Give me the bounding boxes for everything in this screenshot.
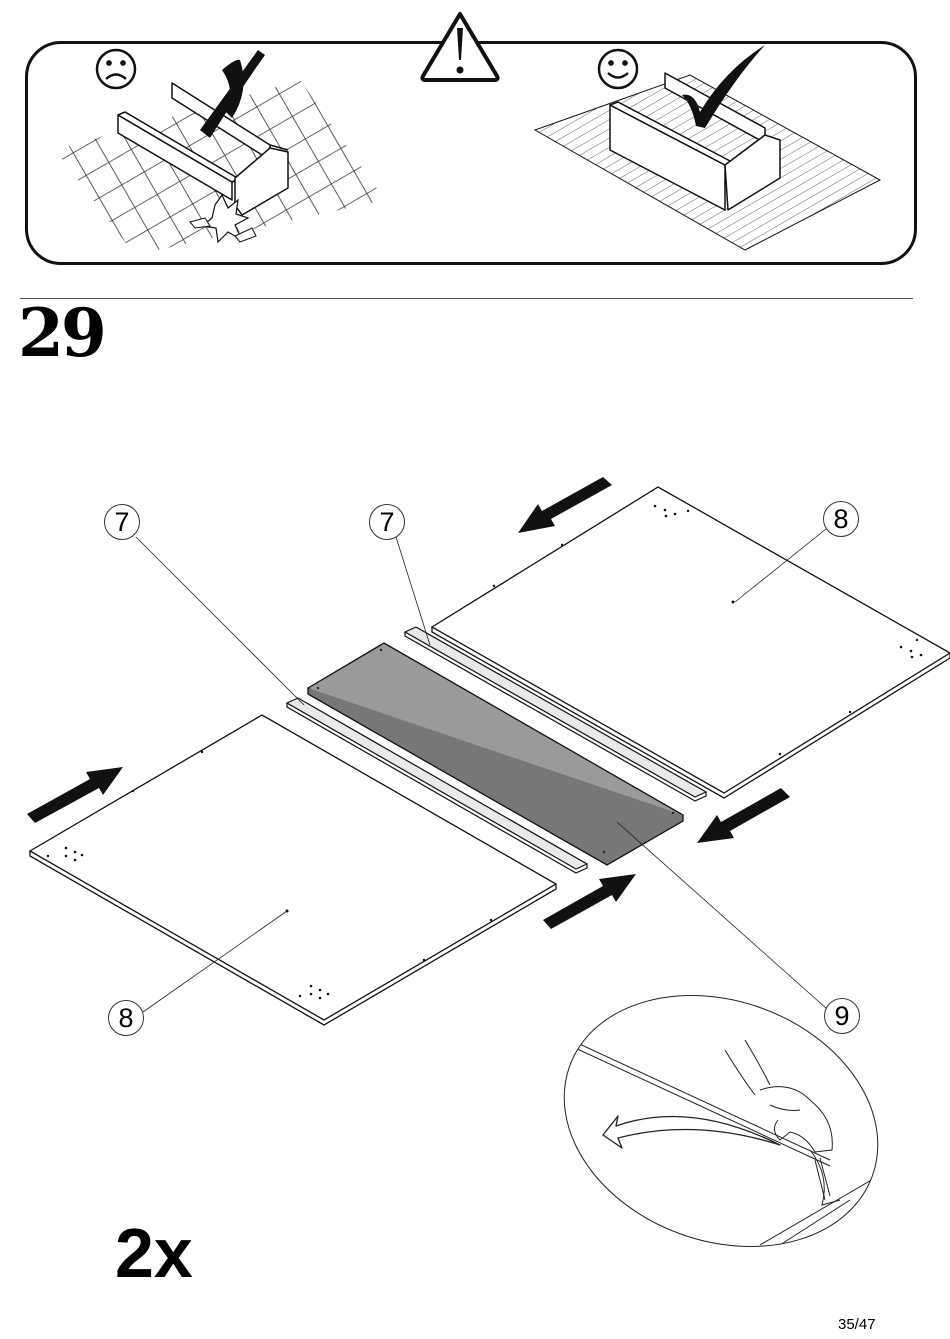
quantity-label: 2x — [115, 1218, 193, 1288]
step-number: 29 — [18, 300, 104, 366]
page-number: 35/47 — [838, 1316, 876, 1333]
callout-part-9: 9 — [824, 998, 860, 1034]
callout-part-8-left: 8 — [108, 1000, 144, 1036]
step-divider — [20, 298, 913, 299]
happy-face-icon — [599, 50, 637, 88]
soft-rug-scene — [535, 73, 880, 250]
warning-icon — [422, 14, 497, 80]
callout-part-7-left: 7 — [104, 504, 140, 540]
callout-part-7-right: 7 — [369, 504, 405, 540]
callout-part-8-right: 8 — [823, 501, 859, 537]
sad-face-icon — [97, 50, 135, 88]
